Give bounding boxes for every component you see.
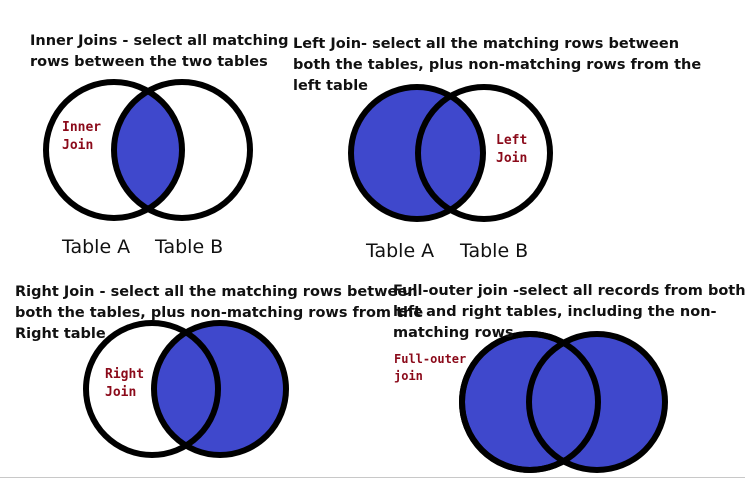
label-line: Full-outer: [394, 352, 467, 366]
inner-join-venn: [43, 79, 253, 221]
title-line: both the tables, plus non-matching rows …: [293, 57, 702, 73]
full-outer-join-title: Full-outer join -select all records from…: [393, 281, 745, 344]
label-line: Left: [496, 133, 528, 148]
inner-join-label: Inner Join: [62, 119, 101, 155]
title-line: Inner Joins - select all matching: [30, 33, 289, 49]
left-join-title: Left Join- select all the matching rows …: [293, 34, 701, 97]
full-circle-a-outline: [459, 331, 601, 473]
label-line: Join: [496, 151, 528, 166]
title-line: left table: [293, 78, 368, 94]
left-join-label: Left Join: [496, 132, 527, 168]
inner-table-a: Table A: [62, 236, 131, 258]
inner-intersection-fill: [114, 82, 182, 218]
title-line: rows between the two tables: [30, 54, 268, 70]
inner-circle-b: [111, 79, 253, 221]
title-line: Left Join- select all the matching rows …: [293, 36, 680, 52]
right-join-title: Right Join - select all the matching row…: [15, 282, 423, 345]
inner-table-b: Table B: [155, 236, 224, 258]
right-circle-a: [83, 320, 221, 458]
left-join-venn: [348, 84, 553, 222]
right-join-venn: [83, 320, 289, 458]
left-table-b: Table B: [460, 240, 529, 262]
label-line: Right: [105, 367, 145, 382]
title-line: Right Join - select all the matching row…: [15, 284, 418, 300]
inner-join-title: Inner Joins - select all matching rows b…: [30, 31, 289, 73]
full-outer-join-venn: [459, 331, 668, 473]
label-line: Join: [62, 138, 94, 153]
left-circle-b: [415, 84, 553, 222]
label-line: Join: [105, 385, 137, 400]
title-line: both the tables, plus non-matching rows …: [15, 305, 424, 321]
title-line: Right table: [15, 326, 106, 342]
inner-circle-a: [43, 79, 185, 221]
label-line: Inner: [62, 120, 102, 135]
bottom-divider: [0, 477, 745, 478]
title-line: Full-outer join -select all records from…: [393, 283, 745, 299]
label-line: join: [394, 369, 423, 383]
title-line: left and right tables, including the non…: [393, 304, 717, 320]
title-line: matching rows: [393, 325, 514, 341]
full-outer-join-label: Full-outer join: [394, 351, 466, 385]
right-join-label: Right Join: [105, 366, 144, 402]
left-table-a: Table A: [366, 240, 435, 262]
